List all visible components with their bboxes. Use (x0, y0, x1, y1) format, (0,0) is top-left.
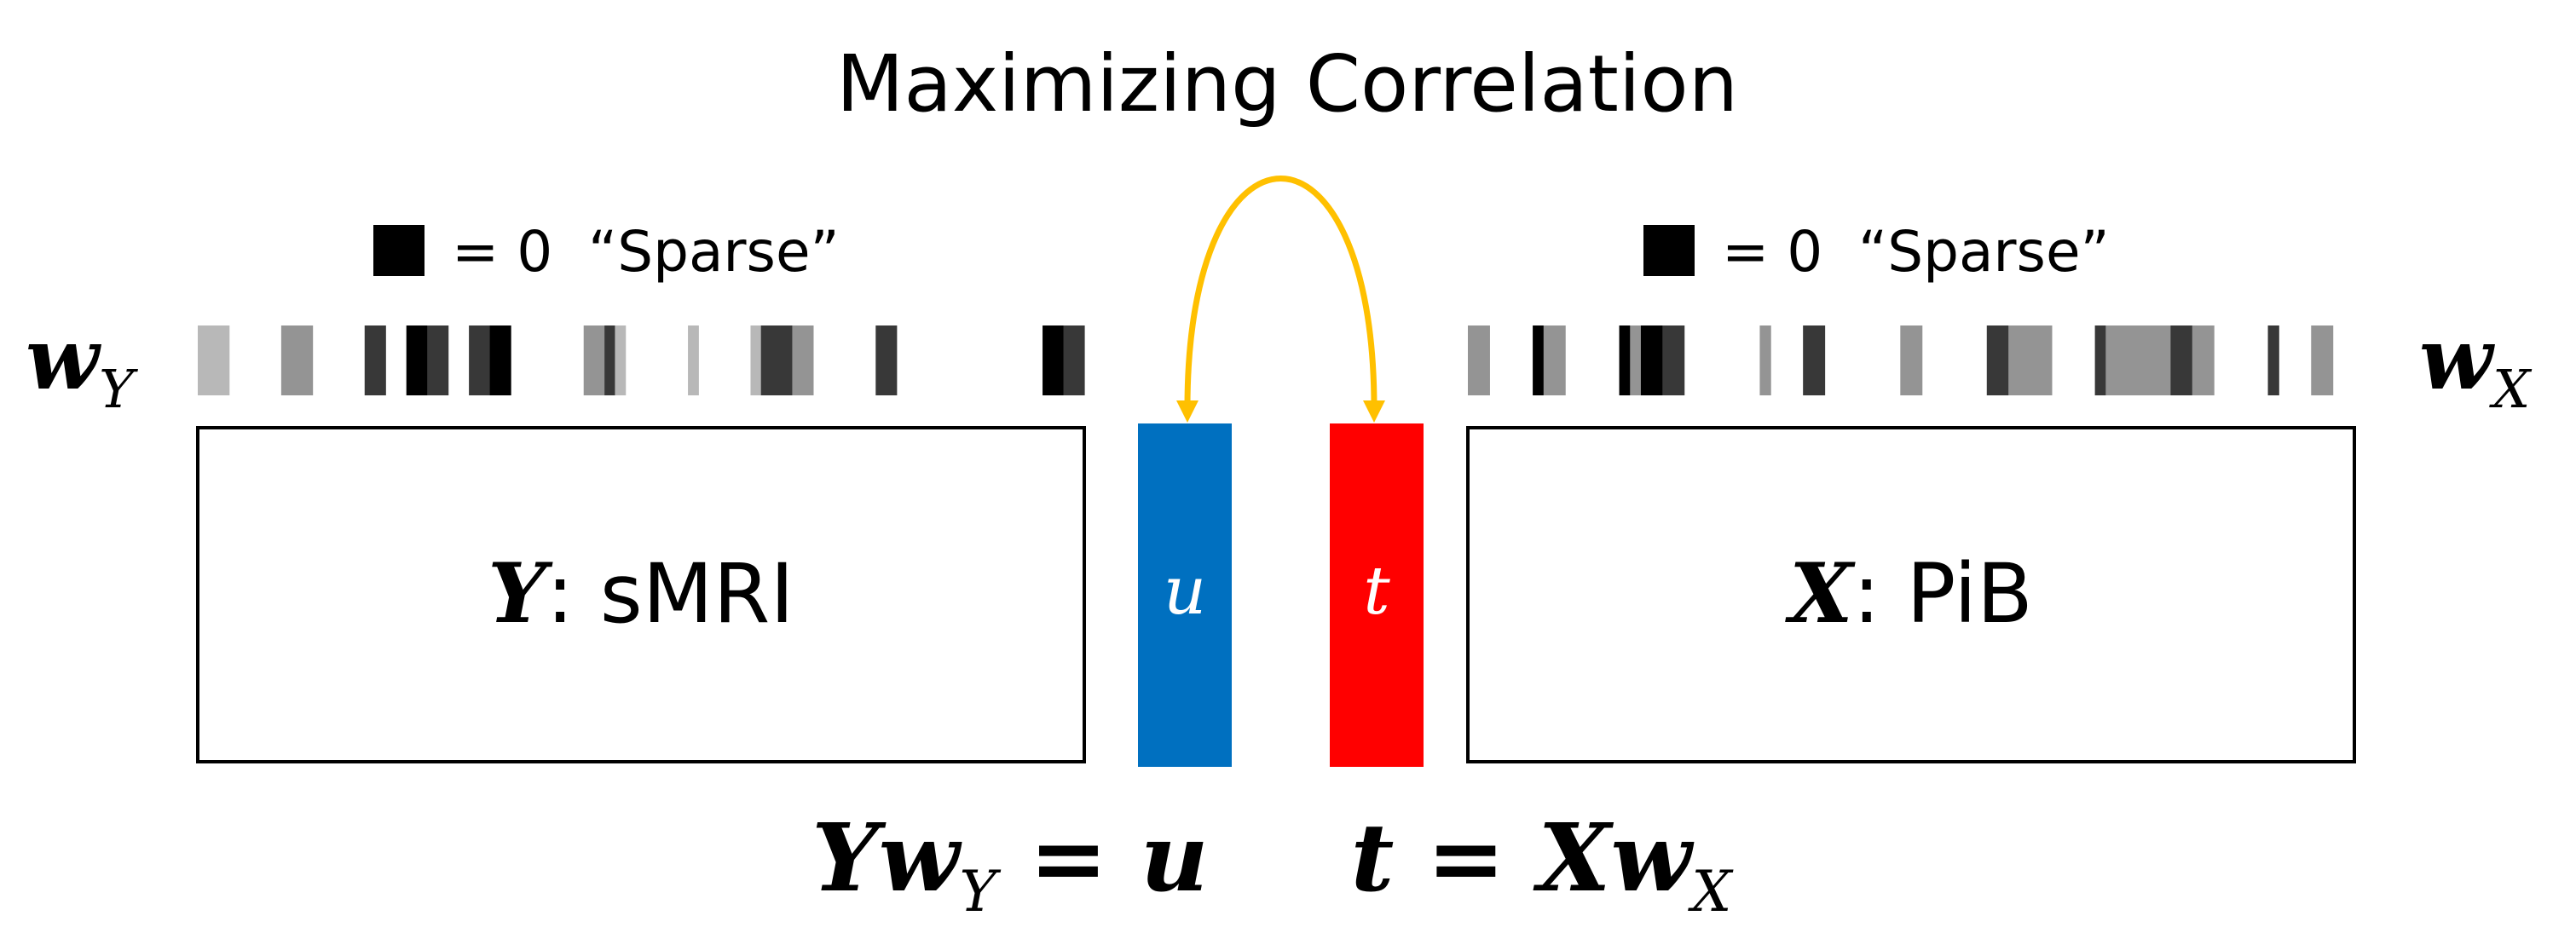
weight-left-cell (364, 325, 376, 395)
weight-right-cell (2008, 325, 2020, 395)
weight-left-cell (760, 325, 772, 395)
weight-left-cell (208, 325, 220, 395)
u-bar (1138, 423, 1232, 767)
weight-left-cell (437, 325, 449, 395)
sparse-legend-equals-left: = 0 (452, 219, 552, 285)
weight-left-cell (489, 325, 501, 395)
weight-vector-right (1468, 325, 2334, 395)
equation-left: YwY = u (811, 803, 1209, 924)
weight-right-cell (1662, 325, 1674, 395)
weight-right-cell (1640, 325, 1653, 395)
weight-right-cell (2138, 325, 2150, 395)
weight-left-cell (375, 325, 386, 395)
weight-left-cell (593, 325, 605, 395)
weight-label-left: wY (26, 308, 138, 420)
weight-right-cell (2094, 325, 2106, 395)
weight-right-cell (1911, 325, 1923, 395)
weight-right-cell (2192, 325, 2204, 395)
matrix-x-label: X: PiB (1784, 545, 2033, 642)
weight-right-cell (2159, 325, 2171, 395)
weight-right-cell (1672, 325, 1685, 395)
matrix-x (1466, 426, 2356, 763)
weight-right-cell (1803, 325, 1815, 395)
matrix-y-label: Y: sMRI (488, 545, 794, 642)
weight-right-cell (2321, 325, 2334, 395)
weight-right-cell (1478, 325, 1490, 395)
weight-right-cell (1468, 325, 1480, 395)
weight-right-cell (2149, 325, 2161, 395)
weight-left-cell (218, 325, 230, 395)
weight-right-cell (2311, 325, 2323, 395)
weight-left-cell (1053, 325, 1065, 395)
sparse-legend-note-right: “Sparse” (1858, 219, 2110, 285)
weight-right-cell (1630, 325, 1642, 395)
weight-right-cell (1543, 325, 1556, 395)
sparse-legend-note-left: “Sparse” (588, 219, 840, 285)
weight-left-cell (771, 325, 783, 395)
weight-left-cell (875, 325, 887, 395)
t-bar-label: t (1363, 553, 1390, 630)
weight-left-cell (406, 325, 418, 395)
arc-arrowhead-left (1176, 400, 1198, 423)
weight-left-cell (583, 325, 595, 395)
sparse-legend-swatch-right (1643, 225, 1695, 276)
weight-right-cell (2267, 325, 2279, 395)
weight-right-cell (2030, 325, 2042, 395)
weight-left-cell (280, 325, 292, 395)
equation-right: t = XwX (1351, 803, 1735, 924)
weight-left-cell (802, 325, 814, 395)
t-bar (1330, 423, 1424, 767)
u-bar-label: u (1164, 553, 1206, 630)
weight-right-cell (2203, 325, 2215, 395)
weight-vector-left (198, 325, 1085, 395)
weight-right-cell (1651, 325, 1663, 395)
sparse-legend-swatch-left (373, 225, 425, 276)
weight-right-cell (2019, 325, 2031, 395)
weight-left-cell (886, 325, 898, 395)
weight-right-cell (1900, 325, 1912, 395)
matrix-y (196, 426, 1086, 763)
weight-left-cell (688, 325, 699, 395)
weight-left-cell (479, 325, 491, 395)
weight-label-right: wX (2419, 308, 2533, 420)
arc-arrowhead-right (1363, 400, 1385, 423)
weight-left-cell (792, 325, 804, 395)
weight-left-cell (615, 325, 627, 395)
weight-right-cell (1533, 325, 1545, 395)
weight-right-cell (2105, 325, 2117, 395)
correlation-arc (1184, 176, 1378, 408)
weight-left-cell (469, 325, 480, 395)
weight-left-cell (416, 325, 428, 395)
weight-left-cell (604, 325, 616, 395)
weight-left-cell (292, 325, 303, 395)
weight-right-cell (2181, 325, 2193, 395)
weight-right-cell (2170, 325, 2182, 395)
weight-left-cell (750, 325, 762, 395)
weight-right-cell (1997, 325, 2009, 395)
weight-left-cell (1063, 325, 1075, 395)
weight-right-cell (1759, 325, 1771, 395)
weight-right-cell (1986, 325, 1999, 395)
weight-left-cell (782, 325, 794, 395)
weight-right-cell (2127, 325, 2139, 395)
diagram-title: Maximizing Correlation (836, 38, 1738, 130)
weight-left-cell (427, 325, 439, 395)
weight-right-cell (1619, 325, 1631, 395)
weight-left-cell (500, 325, 511, 395)
weight-left-cell (1073, 325, 1085, 395)
weight-left-cell (198, 325, 209, 395)
weight-left-cell (1043, 325, 1054, 395)
sparse-legend-equals-right: = 0 (1722, 219, 1822, 285)
weight-right-cell (1813, 325, 1826, 395)
weight-right-cell (2116, 325, 2128, 395)
weight-right-cell (1554, 325, 1566, 395)
weight-left-cell (302, 325, 314, 395)
weight-right-cell (2041, 325, 2053, 395)
